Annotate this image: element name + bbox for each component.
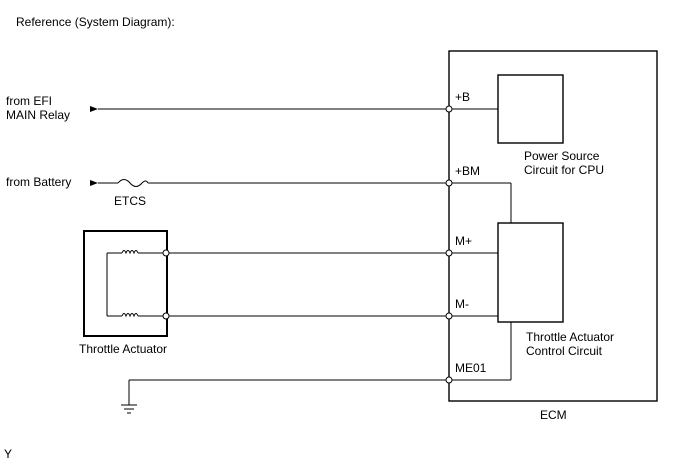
from-efi-label: from EFI MAIN Relay: [6, 94, 70, 122]
control-circuit-block: [497, 222, 564, 323]
footer-mark: Y: [4, 447, 12, 461]
actuator-terminal-plus: [162, 249, 170, 257]
throttle-actuator-label: Throttle Actuator: [79, 342, 167, 356]
motor-coil-upper: [121, 250, 139, 255]
b-terminal-label: +B: [455, 90, 470, 104]
battery-arrow: [90, 180, 98, 186]
throttle-actuator-box: [83, 230, 168, 337]
m-plus-label: M+: [455, 234, 472, 248]
power-source-block: [497, 74, 564, 144]
ecm-box: [448, 50, 658, 402]
bm-terminal: [445, 179, 453, 187]
m-minus-label: M-: [455, 297, 469, 311]
me01-terminal: [445, 376, 453, 384]
m-plus-terminal: [445, 249, 453, 257]
ground-icon: [121, 404, 137, 414]
motor-coil-lower: [121, 313, 139, 318]
actuator-terminal-minus: [162, 312, 170, 320]
bm-terminal-label: +BM: [455, 164, 480, 178]
control-circuit-label: Throttle Actuator Control Circuit: [526, 330, 617, 358]
etcs-fuse: [117, 179, 149, 187]
me01-label: ME01: [455, 361, 487, 375]
efi-arrow: [90, 106, 98, 112]
power-source-label: Power Source Circuit for CPU: [524, 149, 604, 177]
ecm-label: ECM: [540, 408, 567, 422]
diagram-title: Reference (System Diagram):: [16, 15, 175, 29]
from-battery-label: from Battery: [6, 175, 71, 189]
m-minus-terminal: [445, 312, 453, 320]
b-terminal: [445, 105, 453, 113]
etcs-label: ETCS: [114, 194, 146, 208]
